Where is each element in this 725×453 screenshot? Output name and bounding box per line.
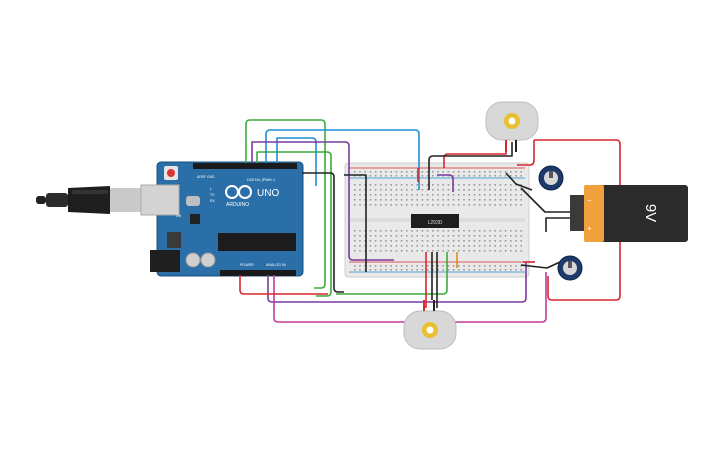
arduino-uno[interactable]: UNO ARDUINO DIGITAL (PWM~) POWER ANALOG … (140, 161, 304, 277)
pin-l-label: L (210, 187, 212, 191)
usb-chip (190, 214, 200, 224)
atmega-chip (218, 233, 296, 251)
board-brand: ARDUINO (226, 202, 249, 208)
ic-label: L293D (428, 220, 443, 226)
reset-button-cap[interactable] (167, 169, 175, 177)
dc-motor-bottom[interactable] (403, 300, 457, 350)
breadboard-holes (354, 171, 522, 271)
battery-minus: − (587, 196, 592, 205)
dc-motor-top[interactable] (485, 101, 539, 152)
battery-9v[interactable]: − + 9V (570, 185, 688, 242)
pin-tx-label: TX (210, 193, 215, 197)
aref-label: AREF (197, 175, 206, 179)
board-model: UNO (257, 188, 279, 199)
wire-green[interactable] (245, 119, 326, 289)
battery-plus: + (587, 224, 592, 233)
wire-black[interactable] (545, 217, 573, 232)
regulator (167, 232, 181, 248)
gnd-label: GND (207, 175, 215, 179)
power-jack (150, 250, 180, 272)
usb-jack (140, 184, 180, 216)
wire-purple[interactable] (267, 262, 527, 303)
wire-black[interactable] (520, 187, 581, 213)
wire-black[interactable] (428, 142, 513, 190)
capacitor (185, 252, 201, 268)
digital-header[interactable] (193, 163, 297, 169)
pin-on-label: ON (176, 214, 182, 218)
wire-red[interactable] (239, 275, 328, 295)
crystal (186, 196, 200, 206)
battery-cap (584, 185, 604, 242)
battery-snap (570, 195, 584, 231)
wire-green[interactable] (336, 252, 448, 295)
capacitor (200, 252, 216, 268)
power-analog-header[interactable] (220, 270, 296, 276)
battery-label: 9V (642, 204, 659, 222)
potentiometer-top[interactable] (538, 165, 564, 191)
wire-black[interactable] (344, 174, 367, 272)
digital-label: DIGITAL (PWM~) (247, 178, 275, 182)
potentiometer-bottom[interactable] (557, 255, 583, 281)
wire-green[interactable] (256, 151, 332, 297)
pin-rx-label: RX (210, 199, 215, 203)
wire-purple[interactable] (251, 141, 394, 261)
analog-label: ANALOG IN (266, 263, 286, 267)
wire-black[interactable] (520, 261, 561, 269)
wire-purple[interactable] (437, 174, 454, 192)
arduino-logo-icon (225, 185, 252, 199)
power-label: POWER (240, 263, 254, 267)
wire-black[interactable] (302, 172, 344, 293)
l293d-driver[interactable]: L293D (411, 214, 459, 228)
wire-black[interactable] (505, 172, 533, 191)
wire-red[interactable] (443, 142, 507, 168)
wire-red[interactable] (534, 139, 621, 301)
wire-blue[interactable] (265, 129, 420, 190)
wire-red[interactable] (517, 140, 535, 166)
